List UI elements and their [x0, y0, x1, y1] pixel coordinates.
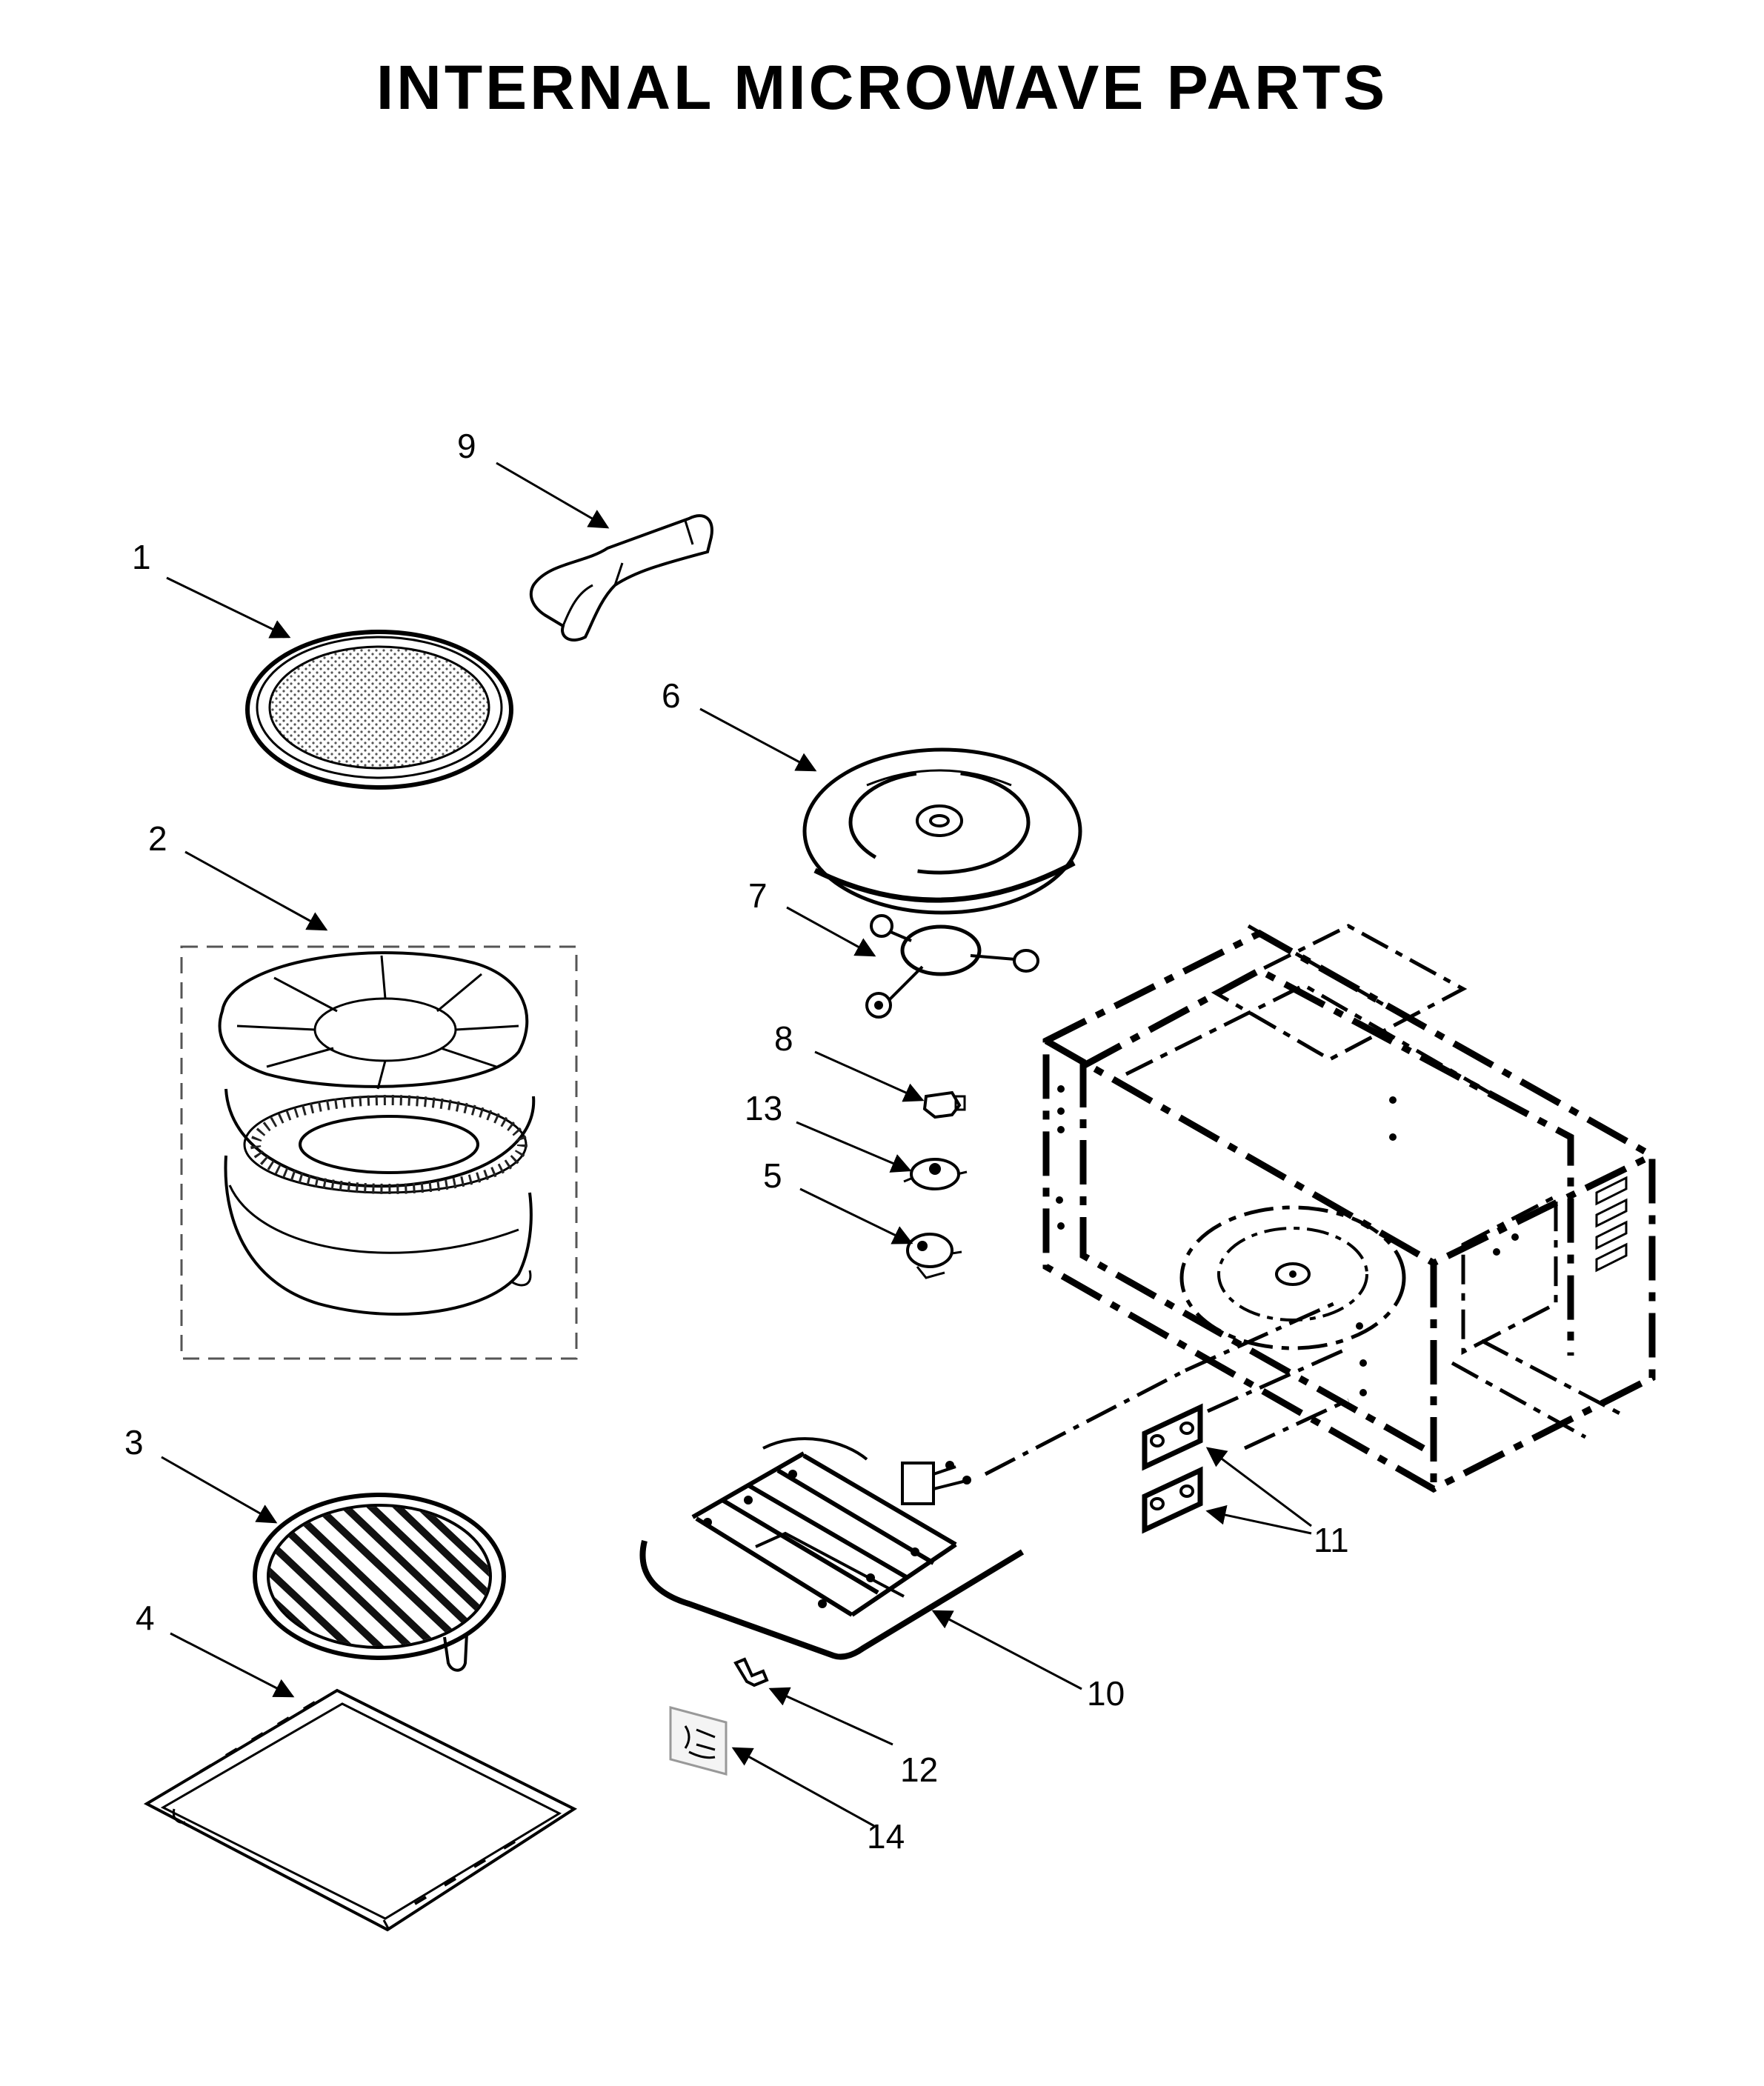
leader-8: [814, 1050, 925, 1102]
callout-numbers: 1 9 6 2 7 8 13 5 3 4 11 10 12 14: [124, 427, 1349, 1856]
part-3-grill-rack[interactable]: [244, 1474, 511, 1672]
part-8-coupler[interactable]: [922, 1090, 966, 1119]
part-1-crisper-pan[interactable]: [245, 630, 513, 790]
leader-1: [166, 576, 291, 639]
part-10-heating-element[interactable]: [639, 1437, 1025, 1660]
callout-1: 1: [132, 538, 151, 576]
leader-lines: [161, 461, 1312, 1827]
part-12-bracket[interactable]: [733, 1657, 769, 1687]
leader-6: [699, 707, 817, 772]
callout-9: 9: [457, 427, 476, 465]
callout-10: 10: [1087, 1674, 1125, 1713]
callout-11: 11: [1314, 1521, 1349, 1559]
leader-14: [731, 1747, 875, 1827]
leader-10: [931, 1610, 1082, 1690]
callout-13: 13: [745, 1089, 782, 1127]
part-4-baking-tray[interactable]: [143, 1688, 578, 1932]
leader-11b: [1205, 1504, 1312, 1535]
callout-5: 5: [763, 1156, 782, 1195]
part-13-motor[interactable]: [903, 1158, 968, 1190]
part-14-label[interactable]: [669, 1706, 728, 1776]
leader-9: [496, 461, 610, 529]
part-6-turntable-tray[interactable]: [802, 747, 1082, 915]
leader-2: [184, 850, 328, 931]
callout-4: 4: [136, 1599, 155, 1637]
callout-3: 3: [124, 1423, 144, 1462]
callout-6: 6: [662, 676, 681, 715]
leader-4: [170, 1632, 295, 1698]
part-7-roller-support[interactable]: [865, 914, 1039, 1019]
part-9-handle[interactable]: [529, 514, 713, 642]
part-5-motor[interactable]: [906, 1233, 962, 1279]
oven-cavity: [1042, 924, 1656, 1493]
leader-7: [786, 906, 876, 957]
callout-2: 2: [148, 819, 167, 858]
part-11-mica-plates[interactable]: [1142, 1403, 1203, 1534]
assembly-reference-lines: [984, 1302, 1350, 1476]
leader-5: [799, 1187, 913, 1244]
leader-12: [768, 1687, 893, 1746]
callout-14: 14: [867, 1817, 905, 1856]
part-2-steamer-set[interactable]: [180, 945, 578, 1360]
page-title: INTERNAL MICROWAVE PARTS: [376, 53, 1388, 122]
callout-7: 7: [748, 876, 768, 915]
leader-3: [161, 1456, 278, 1524]
leader-11a: [1205, 1447, 1312, 1527]
callout-8: 8: [774, 1019, 793, 1058]
leader-13: [796, 1121, 912, 1173]
callout-12: 12: [900, 1750, 938, 1789]
